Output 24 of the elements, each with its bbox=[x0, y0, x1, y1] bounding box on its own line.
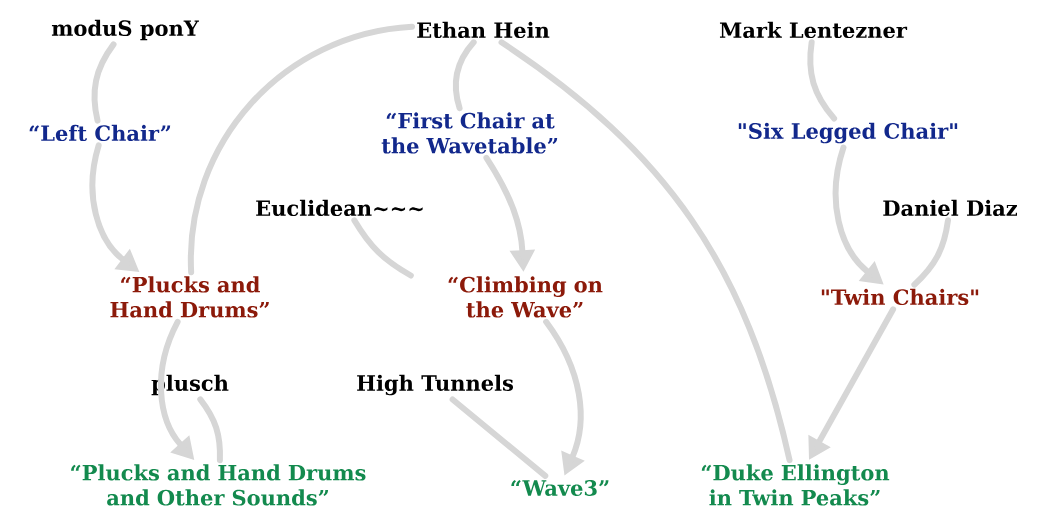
connector-line bbox=[188, 23, 415, 276]
track-title: “Left Chair” bbox=[29, 124, 171, 142]
artist-name: High Tunnels bbox=[357, 374, 513, 396]
track-title: “Plucks and Hand Drums and Other Sounds” bbox=[71, 464, 366, 506]
connector-line bbox=[91, 41, 117, 124]
connector-line bbox=[498, 39, 793, 464]
track-title: “Plucks and Hand Drums” bbox=[110, 276, 269, 318]
track-title: “Wave3” bbox=[511, 480, 609, 496]
connector-line bbox=[197, 396, 223, 464]
artist-name: Daniel Diaz bbox=[883, 199, 1017, 217]
artist-name: Euclidean~~~ bbox=[256, 199, 423, 217]
connector-line bbox=[911, 217, 951, 288]
connector-line bbox=[449, 396, 549, 479]
artist-name: Ethan Hein bbox=[417, 21, 550, 39]
track-title: "Twin Chairs" bbox=[821, 288, 979, 306]
track-title: “Duke Ellington in Twin Peaks” bbox=[701, 464, 890, 506]
connector-line bbox=[807, 39, 838, 122]
connector-line bbox=[452, 39, 477, 112]
track-title: “Climbing on the Wave” bbox=[448, 276, 603, 318]
track-title: "Six Legged Chair" bbox=[738, 122, 958, 144]
artist-name: Mark Lentezner bbox=[719, 21, 908, 39]
artist-name: moduS ponY bbox=[51, 19, 199, 41]
track-title: “First Chair at the Wavetable” bbox=[381, 112, 558, 154]
connector-line bbox=[351, 217, 414, 279]
